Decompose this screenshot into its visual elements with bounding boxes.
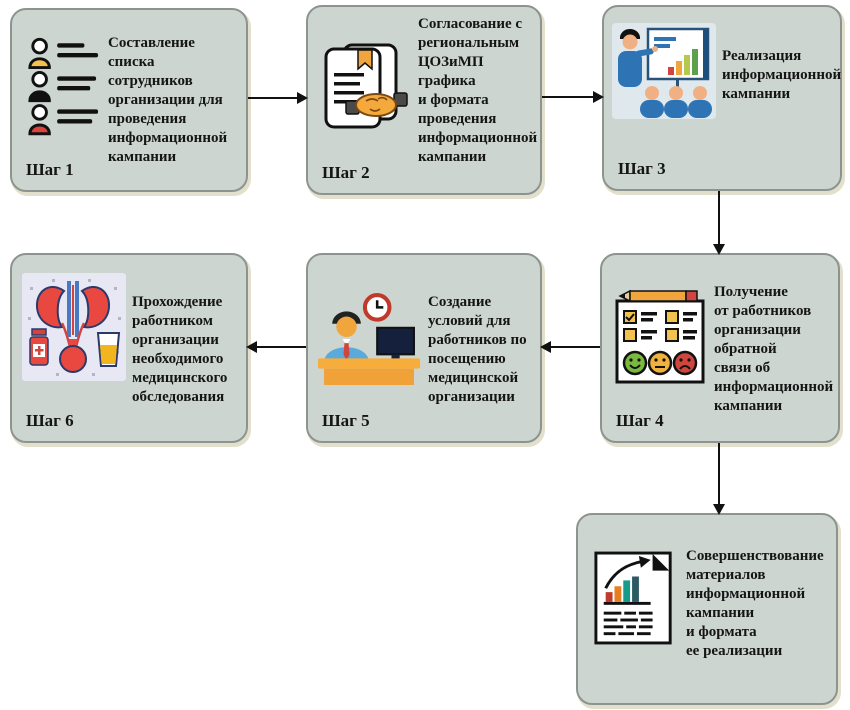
step-5-title: Создание условий для работников по посещ… — [428, 294, 527, 405]
document-handshake-icon — [324, 43, 408, 129]
step-6-label: Шаг 6 — [26, 411, 74, 430]
step-4-title: Получение от работников организации обра… — [714, 284, 834, 414]
step-4-card: Получение от работников организации обра… — [600, 253, 840, 443]
arrow-step4-to-step5 — [542, 346, 600, 348]
step-3-card: Реализация информационной кампании Шаг 3 — [602, 5, 842, 191]
workplace-time-icon — [317, 293, 421, 385]
step-1-title: Составление списка сотрудников организац… — [108, 35, 228, 165]
people-list-icon — [28, 37, 99, 136]
presentation-icon — [612, 23, 716, 119]
final-card: Совершенствование материалов информацион… — [576, 513, 838, 705]
final-title: Совершенствование материалов информацион… — [686, 548, 824, 659]
arrow-step4-to-final — [718, 443, 720, 513]
step-1-card: Составление списка сотрудников организац… — [10, 8, 248, 192]
step-5-card: Создание условий для работников по посещ… — [306, 253, 542, 443]
feedback-form-icon — [615, 289, 705, 384]
arrow-step2-to-step3 — [542, 96, 602, 98]
arrow-step5-to-step6 — [248, 346, 306, 348]
step-4-label: Шаг 4 — [616, 411, 664, 430]
arrow-step1-to-step2 — [248, 97, 306, 99]
step-2-label: Шаг 2 — [322, 163, 370, 182]
step-2-card: Согласование с региональным ЦОЗиМП графи… — [306, 5, 542, 195]
step-3-label: Шаг 3 — [618, 159, 666, 178]
step-5-label: Шаг 5 — [322, 411, 370, 430]
report-improvement-icon — [594, 551, 672, 645]
step-2-title: Согласование с региональным ЦОЗиМП графи… — [418, 16, 538, 165]
step-6-card: Прохождение работником организации необх… — [10, 253, 248, 443]
step-3-title: Реализация информационной кампании — [722, 48, 842, 102]
arrow-step3-to-step4 — [718, 191, 720, 253]
step-1-label: Шаг 1 — [26, 160, 74, 179]
step-6-title: Прохождение работником организации необх… — [132, 294, 228, 405]
medical-exam-icon — [22, 273, 126, 381]
